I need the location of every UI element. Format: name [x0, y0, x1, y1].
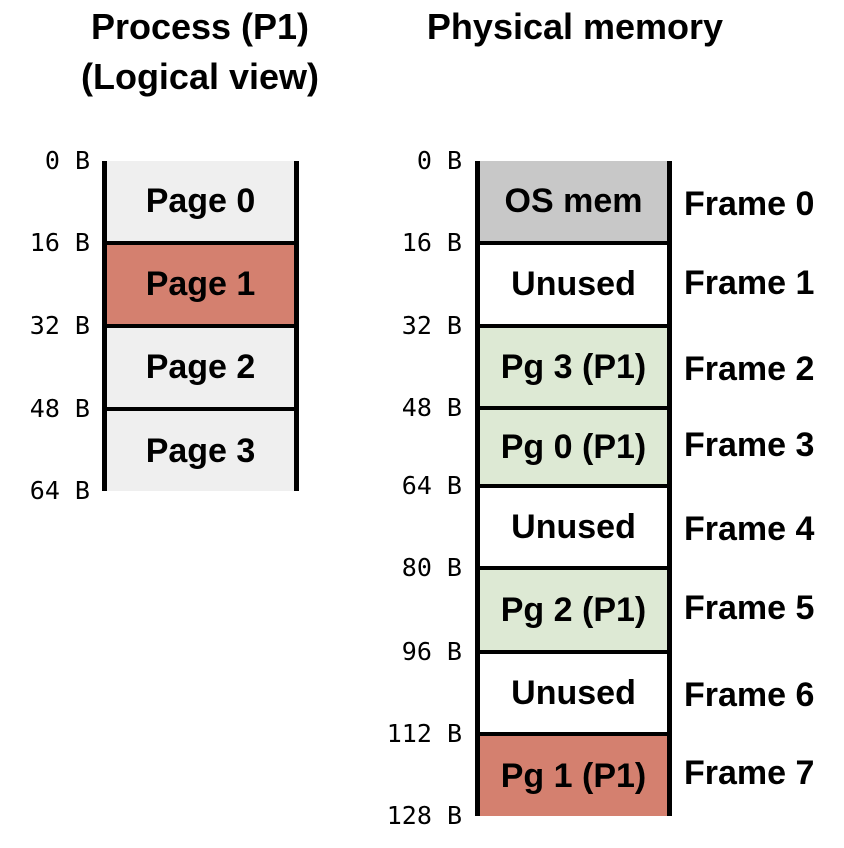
logical-address-label: 64 B — [29, 476, 90, 505]
logical-address-label: 32 B — [29, 311, 90, 340]
physical-frame: Unused — [480, 245, 667, 324]
physical-address-label: 80 B — [401, 553, 462, 582]
physical-frame: Unused — [480, 488, 667, 566]
physical-address-label: 128 B — [386, 801, 462, 830]
physical-frame: Unused — [480, 654, 667, 732]
frame-label: Frame 1 — [684, 263, 815, 302]
physical-frame: Pg 3 (P1) — [480, 328, 667, 406]
frame-label: Frame 0 — [684, 185, 815, 223]
logical-address-label: 48 B — [29, 394, 90, 423]
frame-label: Frame 7 — [684, 754, 815, 792]
physical-address-label: 32 B — [401, 311, 462, 340]
logical-address-label: 0 B — [44, 146, 90, 175]
logical-page: Page 3 — [107, 411, 294, 491]
physical-address-label: 0 B — [416, 146, 462, 175]
physical-address-label: 64 B — [401, 471, 462, 500]
logical-view-title-line2: (Logical view) — [80, 56, 320, 97]
physical-memory-title: Physical memory — [426, 6, 724, 47]
logical-view-title: Process (P1) (Logical view) — [60, 2, 340, 102]
physical-address-label: 96 B — [401, 637, 462, 666]
physical-frame: Pg 0 (P1) — [480, 410, 667, 484]
physical-frame: OS mem — [480, 161, 667, 241]
logical-address-label: 16 B — [29, 228, 90, 257]
physical-frame: Pg 1 (P1) — [480, 736, 667, 816]
physical-address-label: 16 B — [401, 228, 462, 257]
physical-address-label: 48 B — [401, 393, 462, 422]
logical-view-title-line1: Process (P1) — [90, 6, 310, 47]
logical-page: Page 0 — [107, 161, 294, 241]
physical-address-label: 112 B — [386, 719, 462, 748]
frame-label: Frame 5 — [684, 589, 815, 627]
frame-label: Frame 2 — [684, 350, 815, 388]
logical-page: Page 2 — [107, 328, 294, 407]
frame-label: Frame 4 — [684, 510, 815, 548]
frame-label: Frame 3 — [684, 426, 815, 464]
physical-frame: Pg 2 (P1) — [480, 570, 667, 650]
frame-label: Frame 6 — [684, 676, 815, 714]
logical-page: Page 1 — [107, 245, 294, 324]
